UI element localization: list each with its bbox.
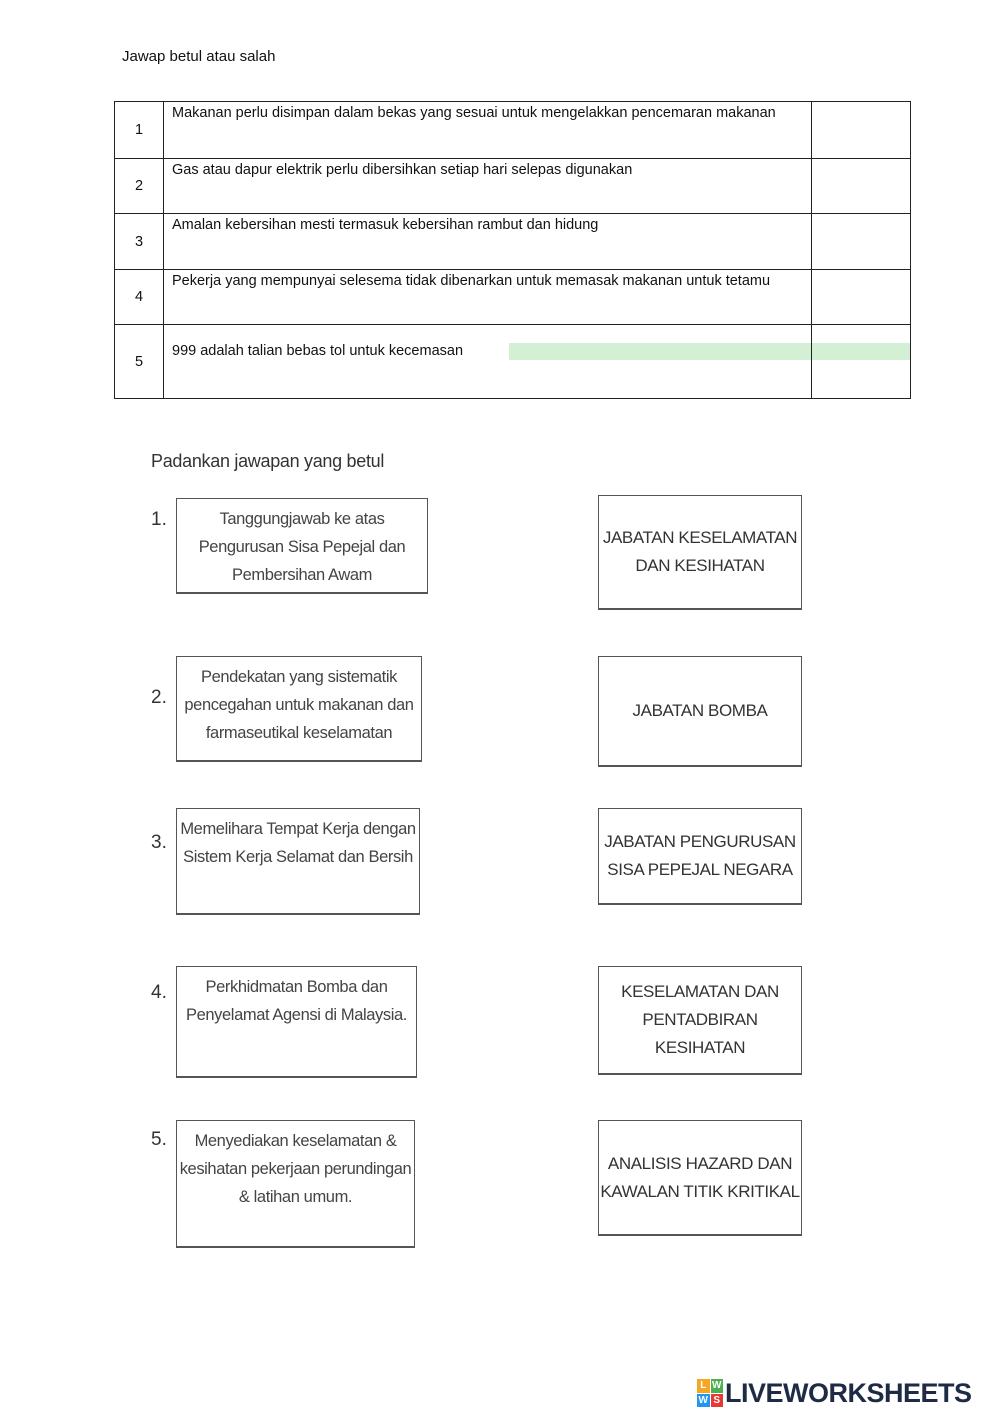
- row-number: 2: [114, 158, 164, 214]
- row-number: 4: [114, 269, 164, 325]
- statement: 999 adalah talian bebas tol untuk kecema…: [163, 324, 812, 399]
- logo-text: LIVEWORKSHEETS: [725, 1377, 972, 1408]
- match-number: 2.: [151, 687, 167, 708]
- match-right-box[interactable]: JABATAN BOMBA: [598, 656, 802, 767]
- match-left-box[interactable]: Tanggungjawab ke atas Pengurusan Sisa Pe…: [176, 498, 428, 594]
- statement: Makanan perlu disimpan dalam bekas yang …: [163, 101, 812, 159]
- match-left-box[interactable]: Perkhidmatan Bomba dan Penyelamat Agensi…: [176, 966, 417, 1078]
- match-number: 1.: [151, 509, 167, 530]
- logo-icon: L W W S: [697, 1379, 723, 1407]
- match-left-box[interactable]: Memelihara Tempat Kerja dengan Sistem Ke…: [176, 808, 420, 915]
- highlight-bar: [509, 343, 811, 360]
- match-right-box[interactable]: KESELAMATAN DAN PENTADBIRAN KESIHATAN: [598, 966, 802, 1075]
- highlight-bar: [812, 343, 910, 360]
- match-left-box[interactable]: Pendekatan yang sistematik pencegahan un…: [176, 656, 422, 762]
- match-right-box[interactable]: JABATAN PENGURUSAN SISA PEPEJAL NEGARA: [598, 808, 802, 905]
- answer-cell[interactable]: [811, 101, 911, 159]
- table-row: 2 Gas atau dapur elektrik perlu dibersih…: [114, 158, 911, 214]
- row-number: 1: [114, 101, 164, 159]
- match-right-box[interactable]: JABATAN KESELAMATAN DAN KESIHATAN: [598, 495, 802, 610]
- match-number: 5.: [151, 1129, 167, 1150]
- table-row: 4 Pekerja yang mempunyai selesema tidak …: [114, 269, 911, 325]
- statement: Amalan kebersihan mesti termasuk kebersi…: [163, 213, 812, 270]
- liveworksheets-logo: L W W S LIVEWORKSHEETS: [697, 1377, 972, 1409]
- row-number: 3: [114, 213, 164, 270]
- table-row: 5 999 adalah talian bebas tol untuk kece…: [114, 324, 911, 399]
- match-number: 3.: [151, 832, 167, 853]
- statement: Gas atau dapur elektrik perlu dibersihka…: [163, 158, 812, 214]
- section2-title: Padankan jawapan yang betul: [151, 451, 385, 471]
- section1-title: Jawap betul atau salah: [122, 48, 276, 65]
- match-left-box[interactable]: Menyediakan keselamatan & kesihatan peke…: [176, 1120, 415, 1248]
- table-row: 1 Makanan perlu disimpan dalam bekas yan…: [114, 101, 911, 159]
- statement: Pekerja yang mempunyai selesema tidak di…: [163, 269, 812, 325]
- answer-cell[interactable]: [811, 324, 911, 399]
- match-right-box[interactable]: ANALISIS HAZARD DAN KAWALAN TITIK KRITIK…: [598, 1120, 802, 1236]
- answer-cell[interactable]: [811, 158, 911, 214]
- answer-cell[interactable]: [811, 269, 911, 325]
- answer-cell[interactable]: [811, 213, 911, 270]
- table-row: 3 Amalan kebersihan mesti termasuk keber…: [114, 213, 911, 270]
- true-false-table: 1 Makanan perlu disimpan dalam bekas yan…: [114, 101, 911, 399]
- match-number: 4.: [151, 982, 167, 1003]
- row-number: 5: [114, 324, 164, 399]
